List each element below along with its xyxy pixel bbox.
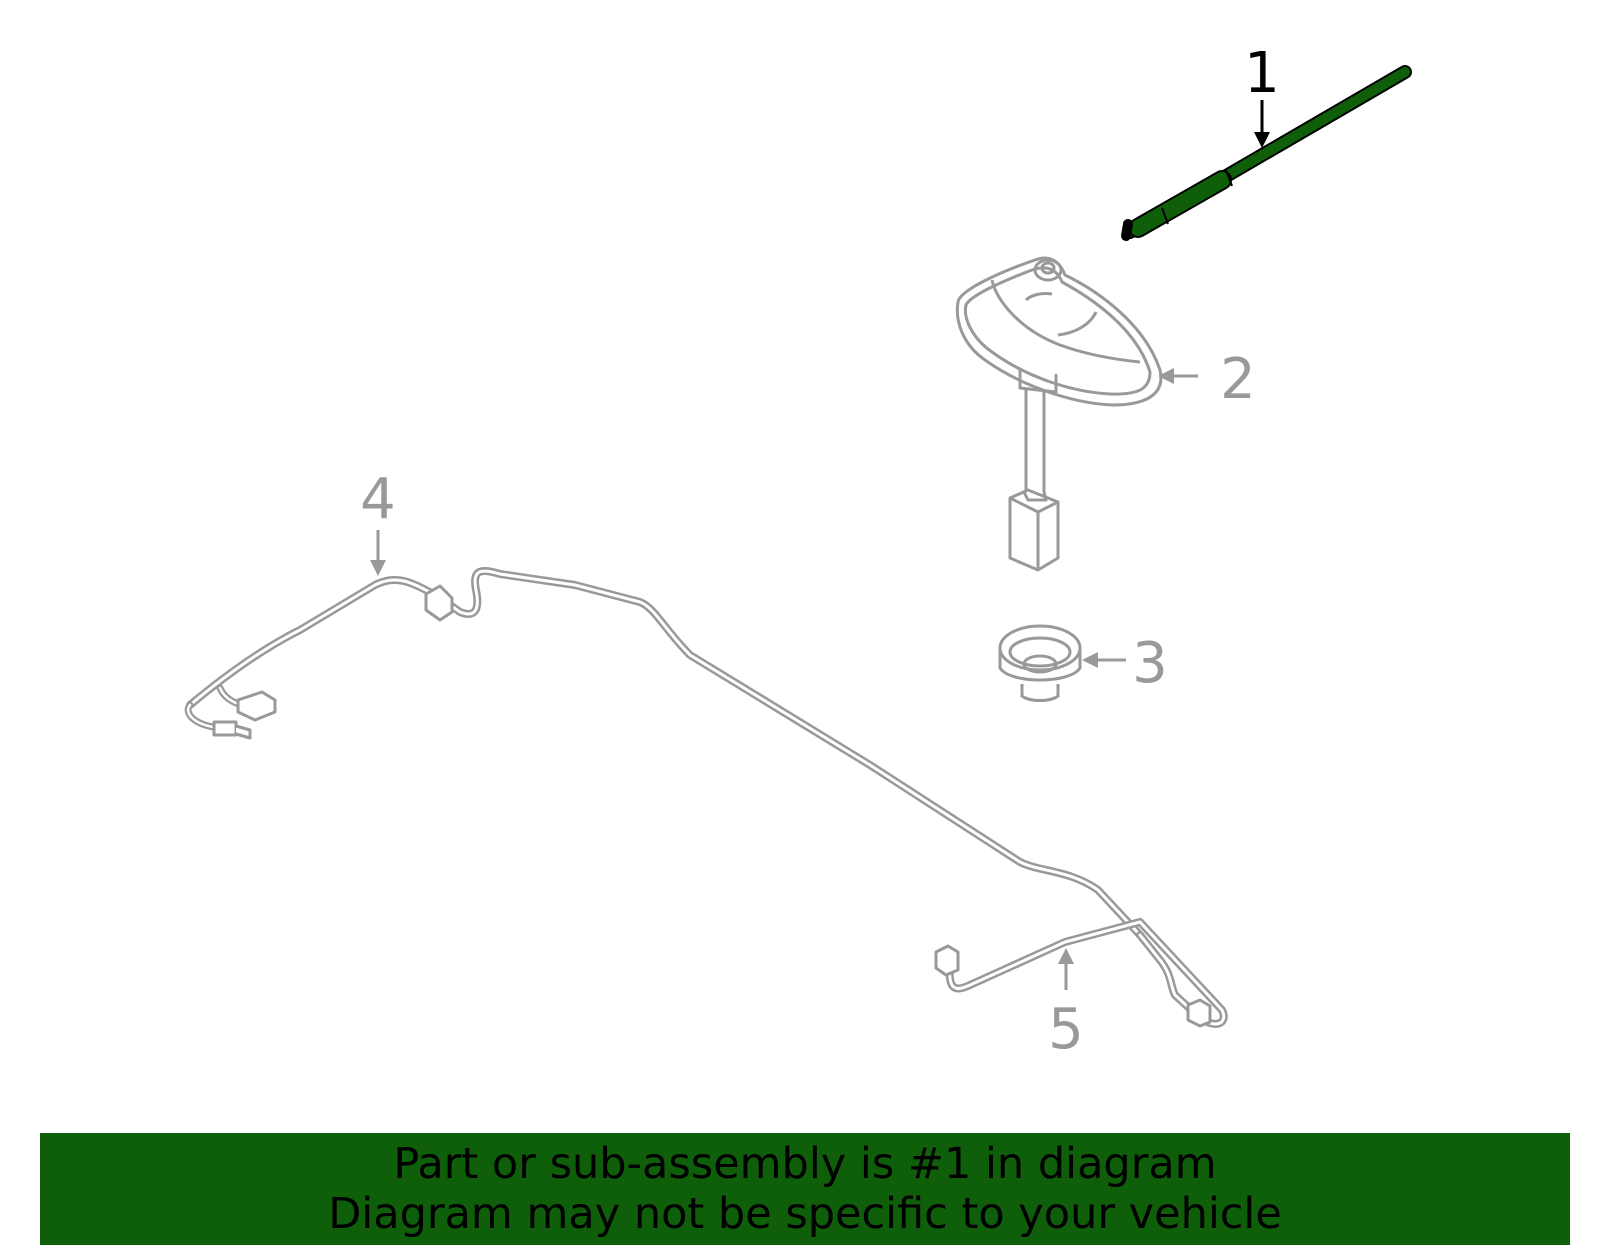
banner-line-2: Diagram may not be specific to your vehi…: [328, 1189, 1282, 1239]
callout-5-label: 5: [1048, 997, 1084, 1062]
info-banner: Part or sub-assembly is #1 in diagram Di…: [40, 1133, 1570, 1245]
banner-line-1: Part or sub-assembly is #1 in diagram: [393, 1139, 1217, 1189]
gasket[interactable]: [998, 624, 1082, 702]
callout-4-label: 4: [360, 467, 396, 532]
callout-4-arrow: [370, 530, 386, 576]
antenna-base[interactable]: [955, 256, 1163, 572]
callout-1-label: 1: [1244, 41, 1280, 106]
callout-2-arrow: [1158, 368, 1198, 384]
callout-3-arrow: [1082, 652, 1126, 668]
antenna-cable[interactable]: [184, 567, 1144, 939]
antenna-mast[interactable]: [1121, 65, 1412, 241]
callout-5-arrow: [1058, 948, 1074, 990]
extension-cable[interactable]: [934, 918, 1228, 1028]
callout-2-label: 2: [1220, 347, 1256, 412]
callout-1-arrow: [1254, 100, 1270, 148]
callout-3-label: 3: [1132, 631, 1168, 696]
parts-diagram: 1 2 3 4 5: [184, 41, 1412, 1062]
